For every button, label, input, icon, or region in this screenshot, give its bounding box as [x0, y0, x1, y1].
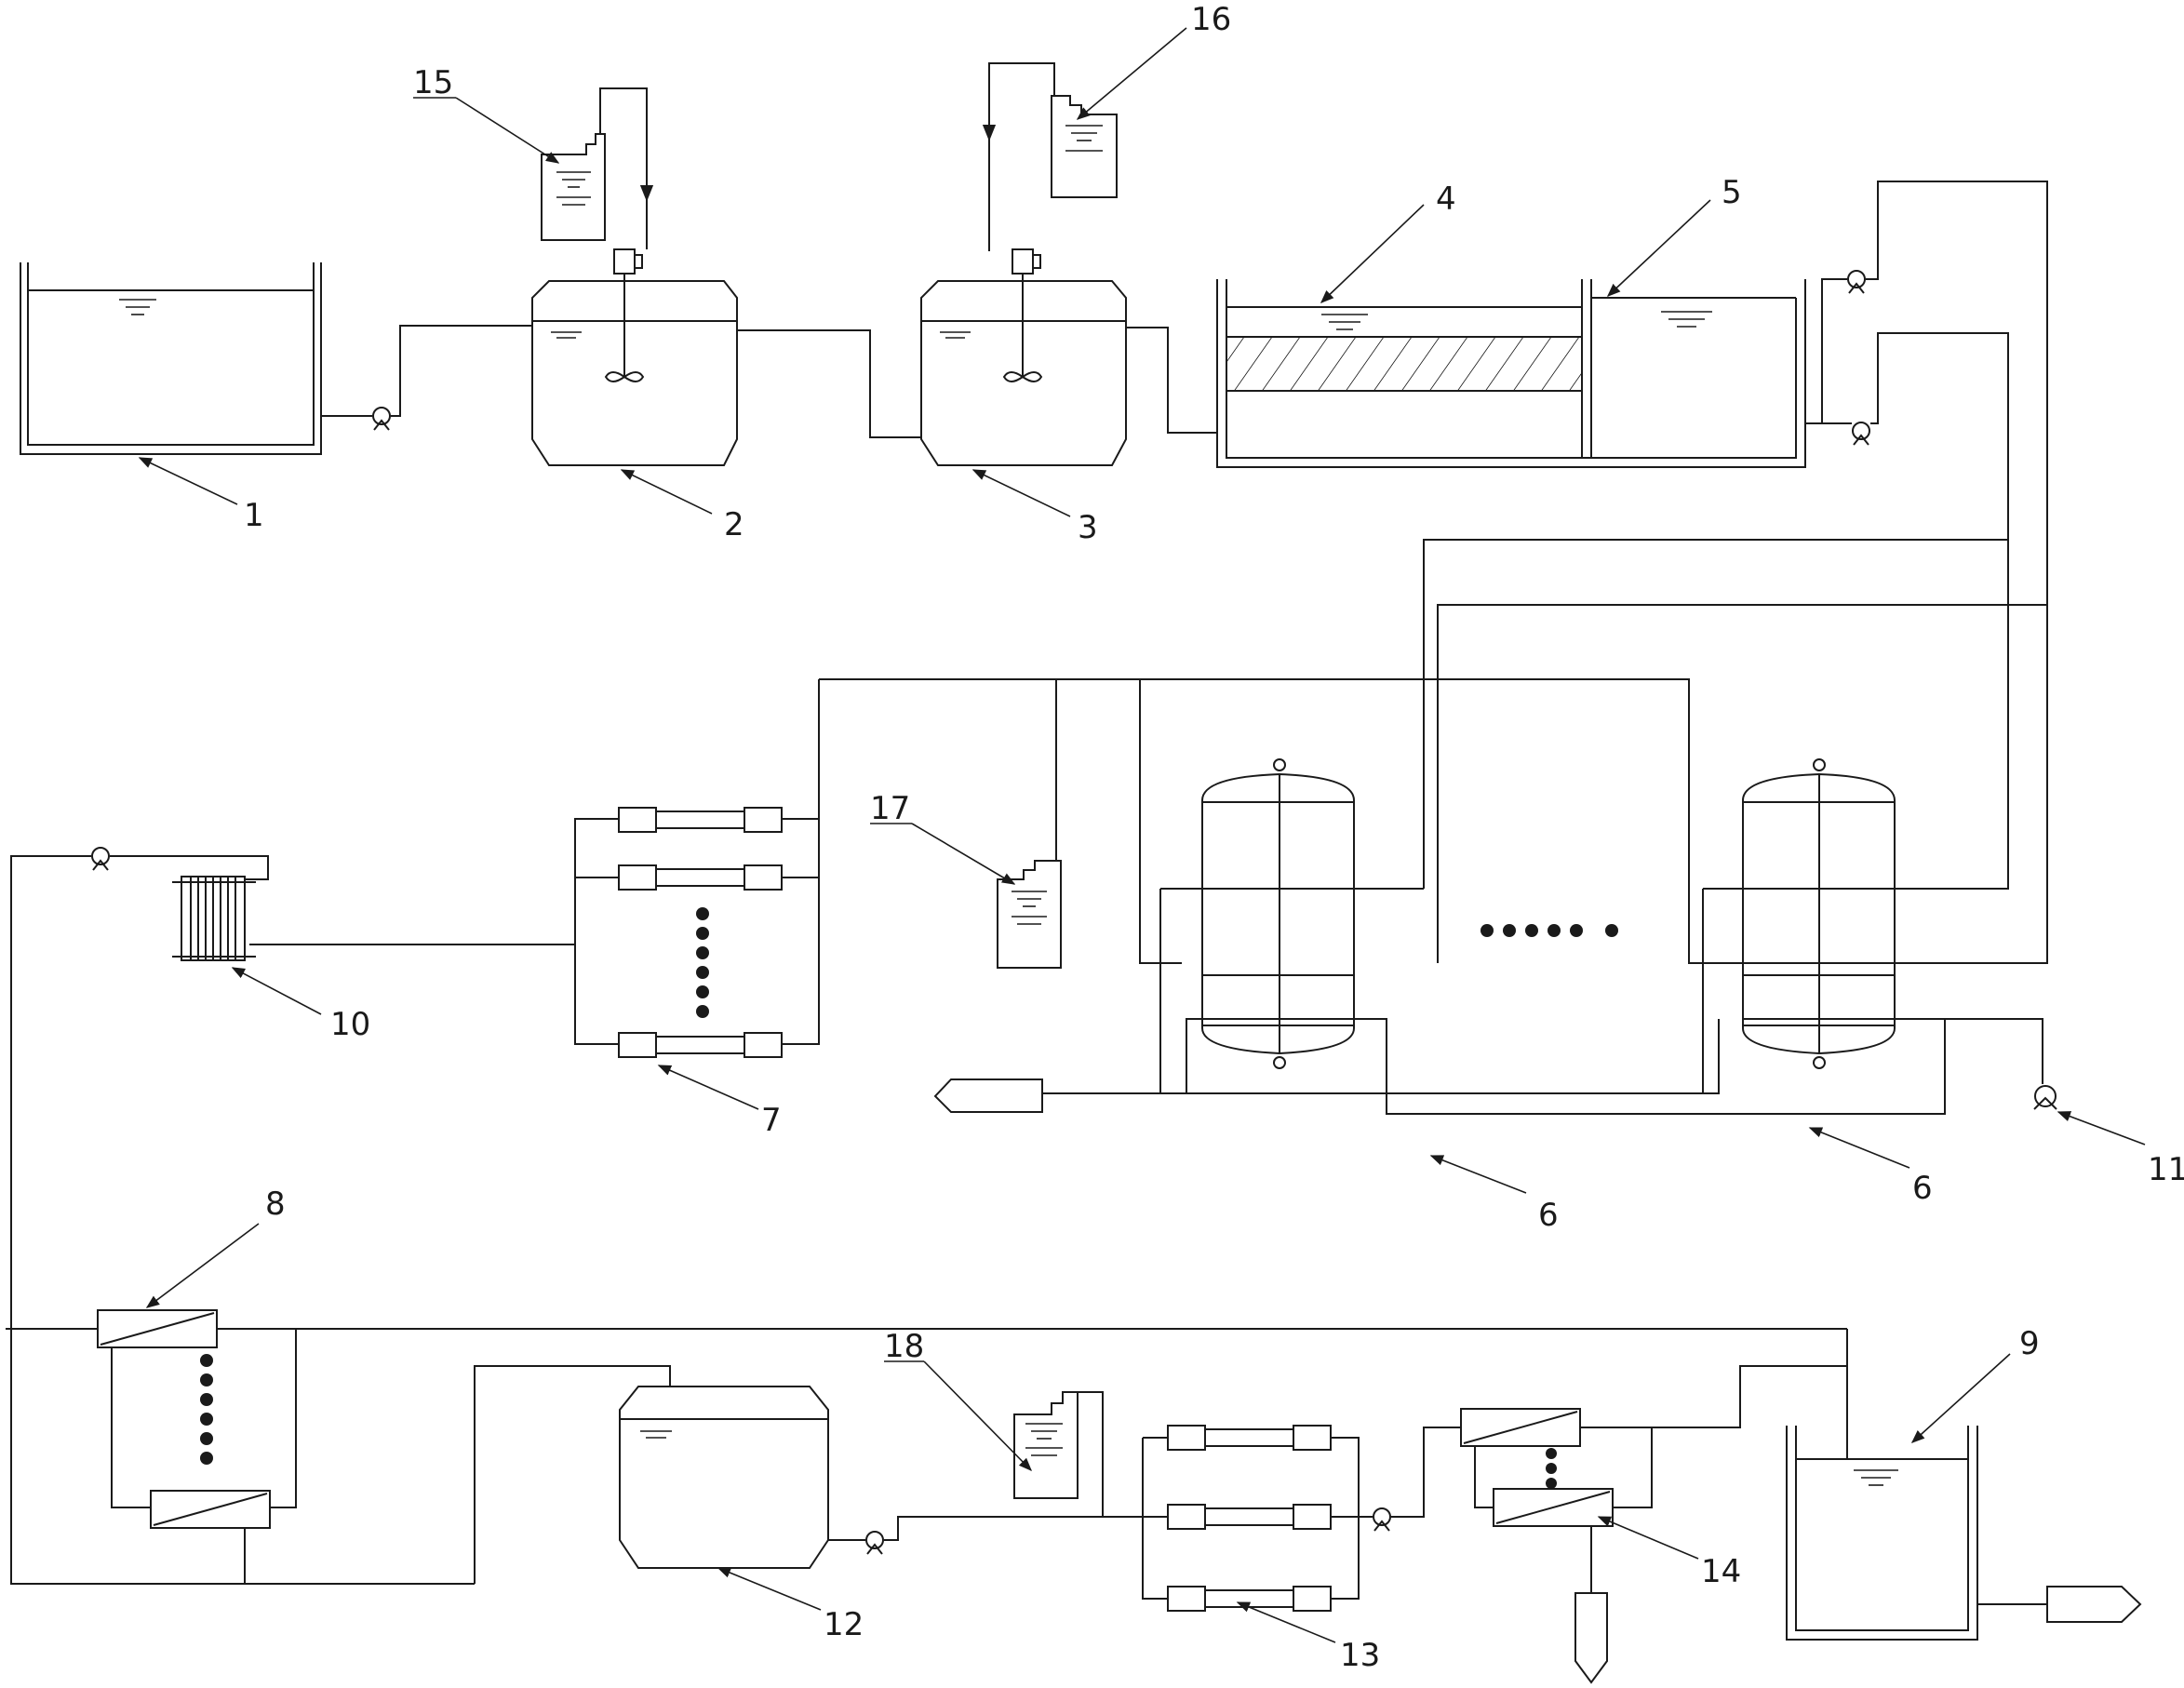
continuation-dots: [200, 1354, 213, 1465]
tank-1: [20, 262, 322, 455]
filter-4-and-tank-5: [1216, 279, 1806, 468]
membrane-tube: [618, 864, 783, 891]
dosing-tank-17: [997, 679, 1062, 969]
continuation-dots: [1481, 924, 1618, 937]
callout-13: 13: [1236, 1601, 1380, 1674]
membrane-group-13: [1142, 1425, 1461, 1612]
callout-14: 14: [1597, 1516, 1741, 1590]
callout-10: 10: [231, 967, 370, 1043]
callout-9: 9: [1910, 1325, 2040, 1443]
tank-9: [1786, 1329, 2142, 1641]
membrane-tube: [1167, 1586, 1332, 1612]
label-5: 5: [1722, 174, 1742, 211]
label-8: 8: [265, 1186, 286, 1223]
label-9: 9: [2019, 1325, 2040, 1362]
membrane-group-7: [249, 678, 1140, 1058]
label-6a: 6: [1538, 1197, 1559, 1234]
callout-11: 11: [2057, 1111, 2184, 1188]
pipe-reactor3-to-filter4: [1126, 327, 1217, 434]
callout-18: 18: [884, 1328, 1033, 1472]
pump-icon: [91, 847, 110, 871]
callout-15: 15: [413, 64, 560, 164]
pump-icon: [372, 407, 391, 431]
label-4: 4: [1436, 181, 1456, 218]
membrane-tube: [1167, 1425, 1332, 1451]
pump-icon: [1847, 270, 1866, 294]
label-12: 12: [824, 1606, 864, 1643]
mixer-motor-icon: [604, 248, 645, 382]
callout-7: 7: [657, 1065, 782, 1139]
label-18: 18: [884, 1328, 924, 1365]
callout-3: 3: [971, 469, 1098, 546]
exchange-column-b: [1437, 604, 2047, 1093]
reactor-3: [920, 248, 1127, 466]
label-6b: 6: [1912, 1170, 1933, 1207]
pump-icon: [1852, 422, 1870, 446]
label-2: 2: [724, 506, 744, 543]
callout-6a: 6: [1429, 1155, 1559, 1234]
continuation-dots: [696, 907, 709, 1018]
label-10: 10: [330, 1006, 370, 1043]
water-level-icon: [119, 299, 156, 315]
callout-8: 8: [145, 1186, 286, 1308]
pipe-tank1-to-reactor2: [321, 325, 532, 431]
mixer-motor-icon: [1002, 248, 1043, 382]
membrane-group-8: [6, 1309, 1847, 1584]
label-17: 17: [870, 790, 910, 827]
exchange-column-a: [1159, 539, 2008, 1093]
membrane-group-14: [1460, 1329, 1848, 1684]
callout-12: 12: [717, 1567, 864, 1643]
callout-5: 5: [1606, 174, 1742, 297]
dosing-tank-16: [982, 62, 1118, 251]
heat-exchanger-10: [10, 847, 475, 1585]
label-1: 1: [244, 497, 264, 534]
label-13: 13: [1340, 1637, 1380, 1674]
label-11: 11: [2148, 1151, 2184, 1188]
label-3: 3: [1078, 509, 1098, 546]
reactor-2: [531, 248, 738, 466]
callout-1: 1: [138, 457, 264, 534]
pipe-tank12-to-group13: [828, 1516, 1143, 1555]
membrane-tube: [618, 1032, 783, 1058]
drain-lines: [933, 1019, 1946, 1115]
dosing-tank-18: [1013, 1391, 1104, 1517]
callout-6b: 6: [1808, 1127, 1933, 1207]
callout-17: 17: [870, 790, 1016, 885]
continuation-dots: [1546, 1448, 1557, 1489]
callout-2: 2: [620, 469, 744, 543]
membrane-tube: [1167, 1504, 1332, 1530]
label-15: 15: [413, 64, 453, 101]
pump-icon: [865, 1531, 884, 1555]
pump-icon: [1373, 1507, 1391, 1532]
pump-11: [2033, 1019, 2057, 1110]
label-14: 14: [1701, 1553, 1741, 1590]
callout-4: 4: [1320, 181, 1456, 303]
label-7: 7: [761, 1102, 782, 1139]
callout-16: 16: [1076, 1, 1231, 120]
dosing-tank-15: [541, 87, 654, 249]
tank-12: [619, 1386, 829, 1569]
membrane-tube: [618, 807, 783, 833]
pipe-reactor2-to-reactor3: [737, 329, 921, 438]
label-16: 16: [1191, 1, 1231, 38]
